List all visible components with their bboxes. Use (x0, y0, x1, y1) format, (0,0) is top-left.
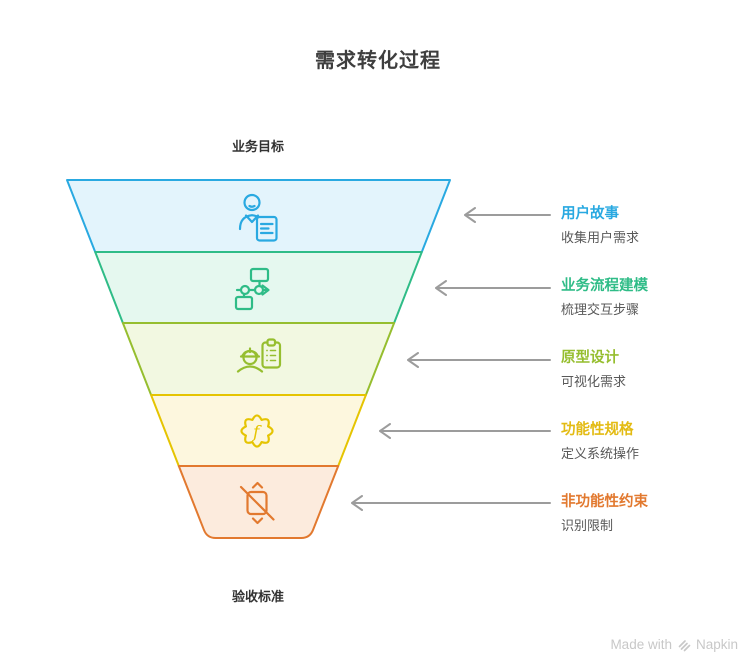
level-title: 非功能性约束 (561, 494, 648, 510)
function-badge-icon: f (240, 414, 274, 448)
level-title: 原型设计 (561, 350, 619, 366)
connector-arrows (351, 207, 551, 511)
arrow-level-1 (464, 207, 551, 223)
level-label-prototype-design: 原型设计 可视化需求 (561, 348, 741, 391)
level-description: 定义系统操作 (561, 446, 640, 461)
funnel-level-3-shape (121, 322, 396, 396)
level-label-user-stories: 用户故事 收集用户需求 (561, 204, 741, 247)
arrow-level-2 (435, 280, 551, 296)
level-description: 识别限制 (561, 518, 614, 533)
level-description: 可视化需求 (561, 374, 627, 389)
engineer-with-clipboard-icon (236, 338, 282, 373)
page-title: 需求转化过程 (315, 50, 441, 72)
funnel-bottom-label: 验收标准 (231, 589, 285, 604)
watermark-prefix: Made with (610, 637, 672, 652)
level-title: 用户故事 (561, 206, 619, 222)
level-label-process-modeling: 业务流程建模 梳理交互步骤 (561, 276, 741, 319)
level-description: 收集用户需求 (561, 230, 640, 245)
arrow-level-3 (407, 352, 551, 368)
arrow-level-5 (351, 495, 551, 511)
function-f-glyph: f (251, 423, 262, 443)
level-label-functional-spec: 功能性规格 定义系统操作 (561, 420, 741, 463)
made-with-napkin-watermark: Made with Napkin (610, 637, 738, 652)
level-description: 梳理交互步骤 (561, 302, 640, 317)
constraint-no-resize-icon (239, 481, 275, 525)
arrow-level-4 (379, 423, 551, 439)
level-title: 业务流程建模 (561, 278, 648, 294)
level-title: 功能性规格 (561, 422, 634, 438)
funnel-top-label: 业务目标 (231, 139, 285, 154)
watermark-brand: Napkin (695, 637, 738, 652)
napkin-logo-icon (678, 640, 691, 652)
level-label-nonfunctional-constraints: 非功能性约束 识别限制 (561, 492, 741, 535)
user-with-document-icon (238, 193, 278, 242)
flowchart-icon (234, 267, 270, 311)
